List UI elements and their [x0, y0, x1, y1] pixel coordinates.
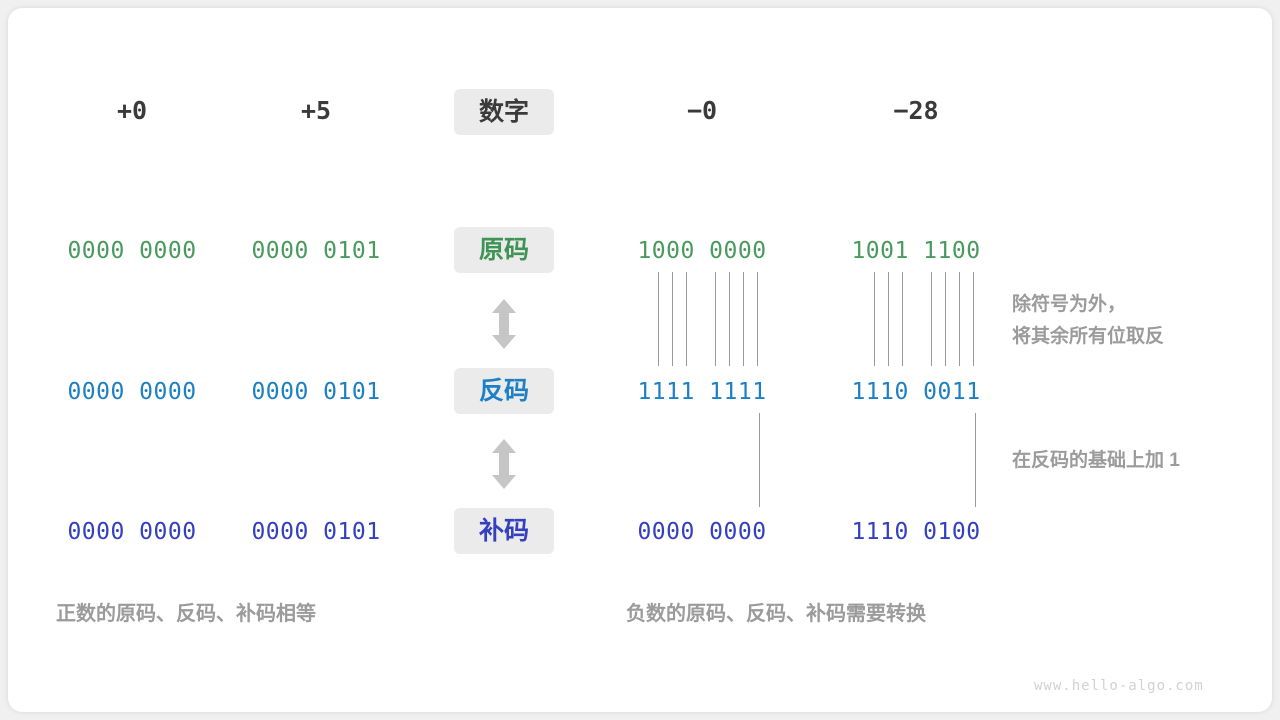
cell-ones-complement-plus0: 0000 0000: [67, 379, 197, 405]
header-minus-zero: −0: [686, 96, 718, 125]
connector-line: [715, 272, 716, 366]
row-label-sign-magnitude: 原码: [454, 227, 554, 273]
note-add-one: 在反码的基础上加 1: [1012, 450, 1180, 471]
header-plus-five: +5: [300, 96, 332, 125]
connector-line: [729, 272, 730, 366]
connector-line: [959, 272, 960, 366]
caption-negative: 负数的原码、反码、补码需要转换: [626, 603, 926, 625]
connector-line: [686, 272, 687, 366]
cell-sign-magnitude-plus5: 0000 0101: [251, 238, 381, 264]
connector-line: [945, 272, 946, 366]
connector-line: [658, 272, 659, 366]
cell-twos-complement-minus28: 1110 0100: [851, 519, 981, 545]
double-arrow-icon-bottom: [492, 439, 516, 489]
connector-line: [973, 272, 974, 366]
connector-line: [743, 272, 744, 366]
cell-sign-magnitude-minus0: 1000 0000: [637, 238, 767, 264]
cell-sign-magnitude-plus0: 0000 0000: [67, 238, 197, 264]
connector-line: [902, 272, 903, 366]
header-minus-twentyeight: −28: [893, 96, 939, 125]
cell-twos-complement-plus0: 0000 0000: [67, 519, 197, 545]
cell-ones-complement-minus0: 1111 1111: [637, 379, 767, 405]
connector-line: [757, 272, 758, 366]
double-arrow-icon-top: [492, 299, 516, 349]
cell-twos-complement-minus0: 0000 0000: [637, 519, 767, 545]
diagram-card: +0 +5 数字 −0 −28 原码 0000 0000 0000 0101 1…: [8, 8, 1272, 712]
cell-ones-complement-plus5: 0000 0101: [251, 379, 381, 405]
row-header-label-number: 数字: [454, 89, 554, 135]
row-label-ones-complement: 反码: [454, 368, 554, 414]
connector-line: [874, 272, 875, 366]
cell-ones-complement-minus28: 1110 0011: [851, 379, 981, 405]
cell-sign-magnitude-minus28: 1001 1100: [851, 238, 981, 264]
header-plus-zero: +0: [116, 96, 148, 125]
connector-line: [759, 413, 760, 507]
connector-line: [931, 272, 932, 366]
connector-line: [888, 272, 889, 366]
caption-positive: 正数的原码、反码、补码相等: [56, 603, 316, 625]
note-invert-bits: 除符号为外， 将其余所有位取反: [1012, 294, 1165, 347]
cell-twos-complement-plus5: 0000 0101: [251, 519, 381, 545]
site-watermark: www.hello-algo.com: [1034, 678, 1204, 694]
connector-line: [975, 413, 976, 507]
connector-line: [672, 272, 673, 366]
row-label-twos-complement: 补码: [454, 508, 554, 554]
